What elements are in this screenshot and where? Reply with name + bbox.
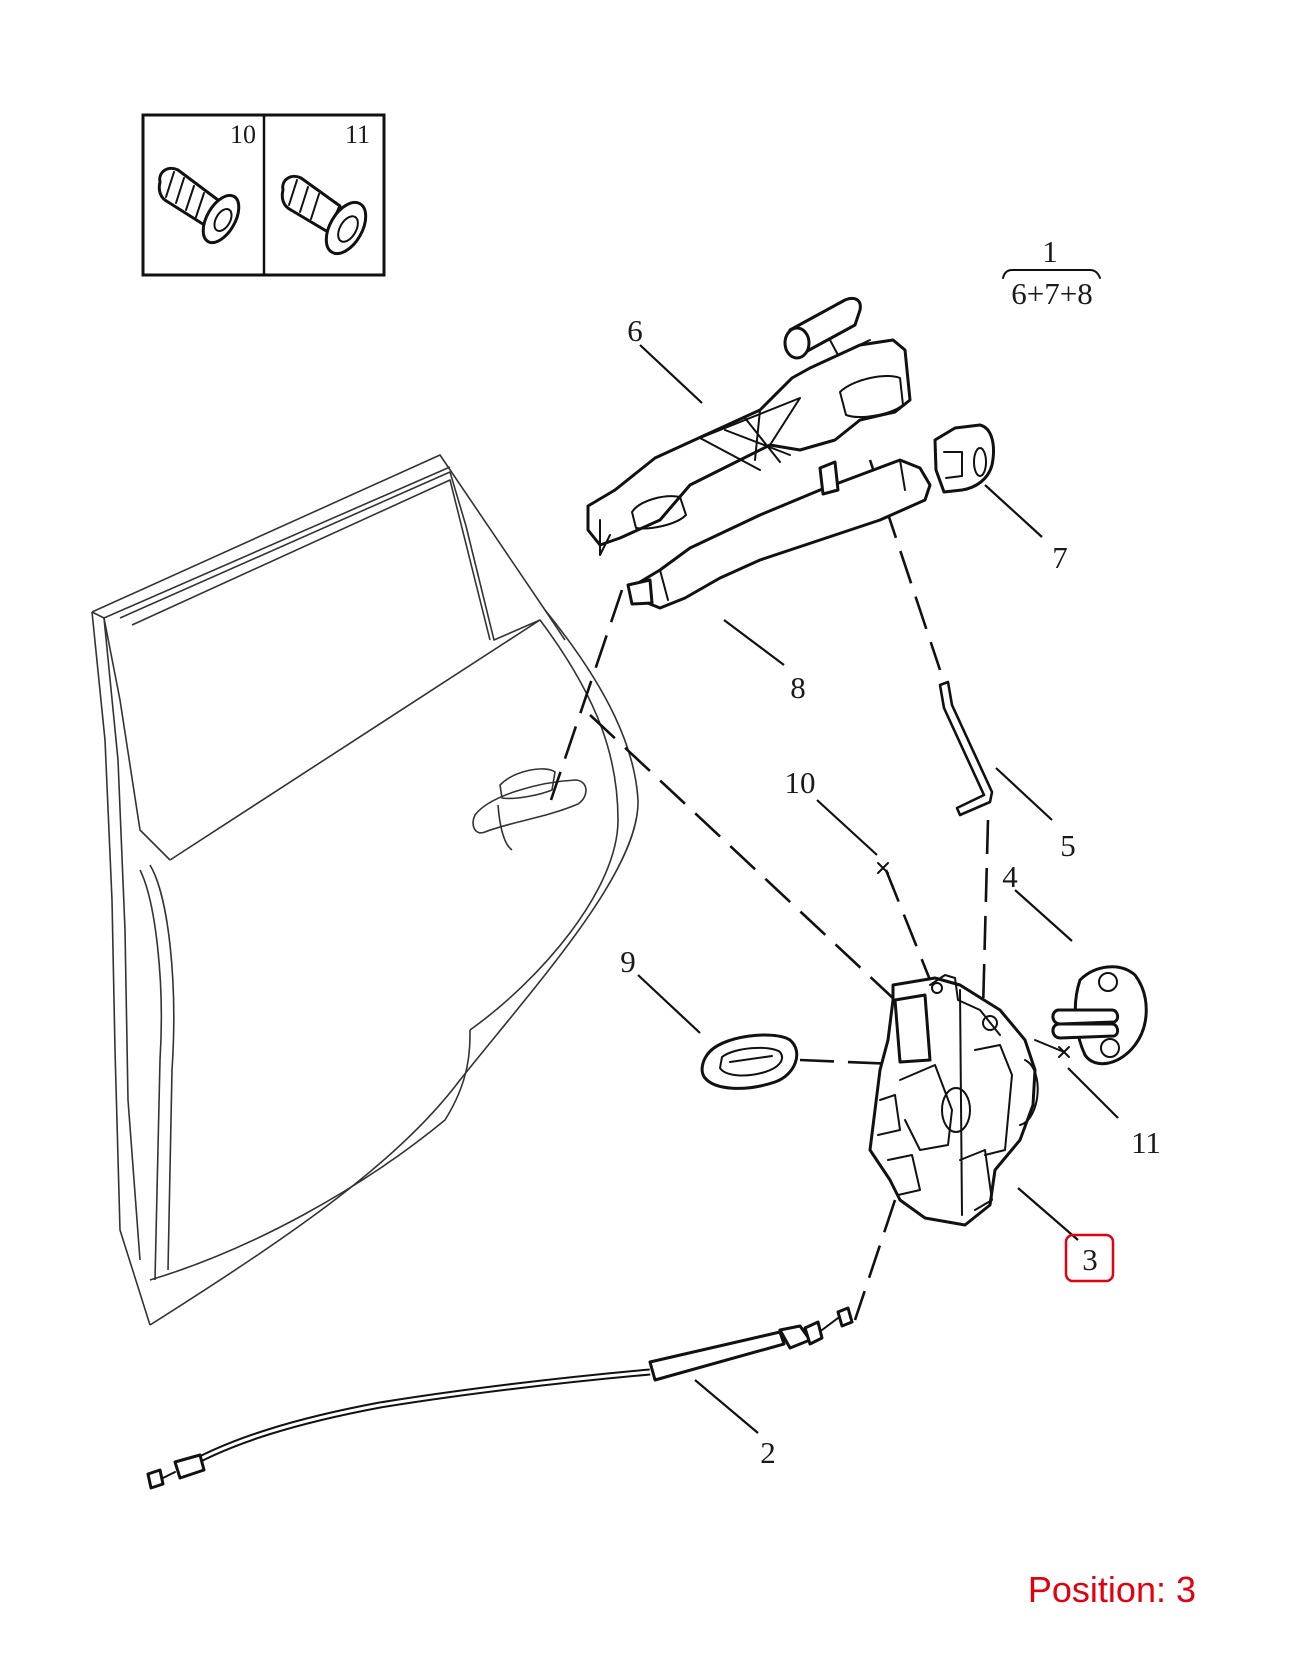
callout-3-highlight (1064, 1233, 1115, 1283)
grommet-part (700, 1033, 799, 1090)
handle-frame-part (586, 296, 912, 556)
callout-4: 4 (1002, 859, 1018, 894)
rear-door (91, 454, 639, 1326)
inset-label-10: 10 (230, 120, 256, 149)
callout-6: 6 (627, 313, 643, 348)
callouts: 6 7 8 10 5 4 9 11 3 2 (620, 313, 1161, 1470)
callout-10: 10 (785, 765, 816, 800)
assembly-number: 1 (1042, 234, 1058, 269)
callout-3: 3 (1082, 1242, 1098, 1277)
screw-inset: 10 11 (141, 113, 386, 277)
screw-10-icon (157, 166, 241, 245)
callout-5: 5 (1060, 828, 1076, 863)
cable-part (146, 1306, 854, 1490)
callout-9: 9 (620, 944, 636, 979)
callout-2: 2 (760, 1435, 776, 1470)
assembly-note: 1 6+7+8 (1002, 234, 1101, 311)
rod-part (938, 680, 994, 817)
leader-lines (637, 344, 1119, 1434)
inset-label-11: 11 (345, 120, 370, 149)
callout-7: 7 (1052, 540, 1068, 575)
lock-actuator-part (868, 974, 1039, 1227)
handle-grip-part (626, 458, 932, 610)
screw-markers (877, 862, 1070, 1058)
screw-11-icon (280, 174, 368, 256)
striker-part (1051, 965, 1148, 1066)
end-cap-part (933, 423, 995, 494)
position-indicator: Position: 3 (1027, 1569, 1196, 1610)
assembly-composition: 6+7+8 (1011, 276, 1092, 311)
callout-8: 8 (790, 670, 806, 705)
callout-11: 11 (1131, 1125, 1161, 1160)
